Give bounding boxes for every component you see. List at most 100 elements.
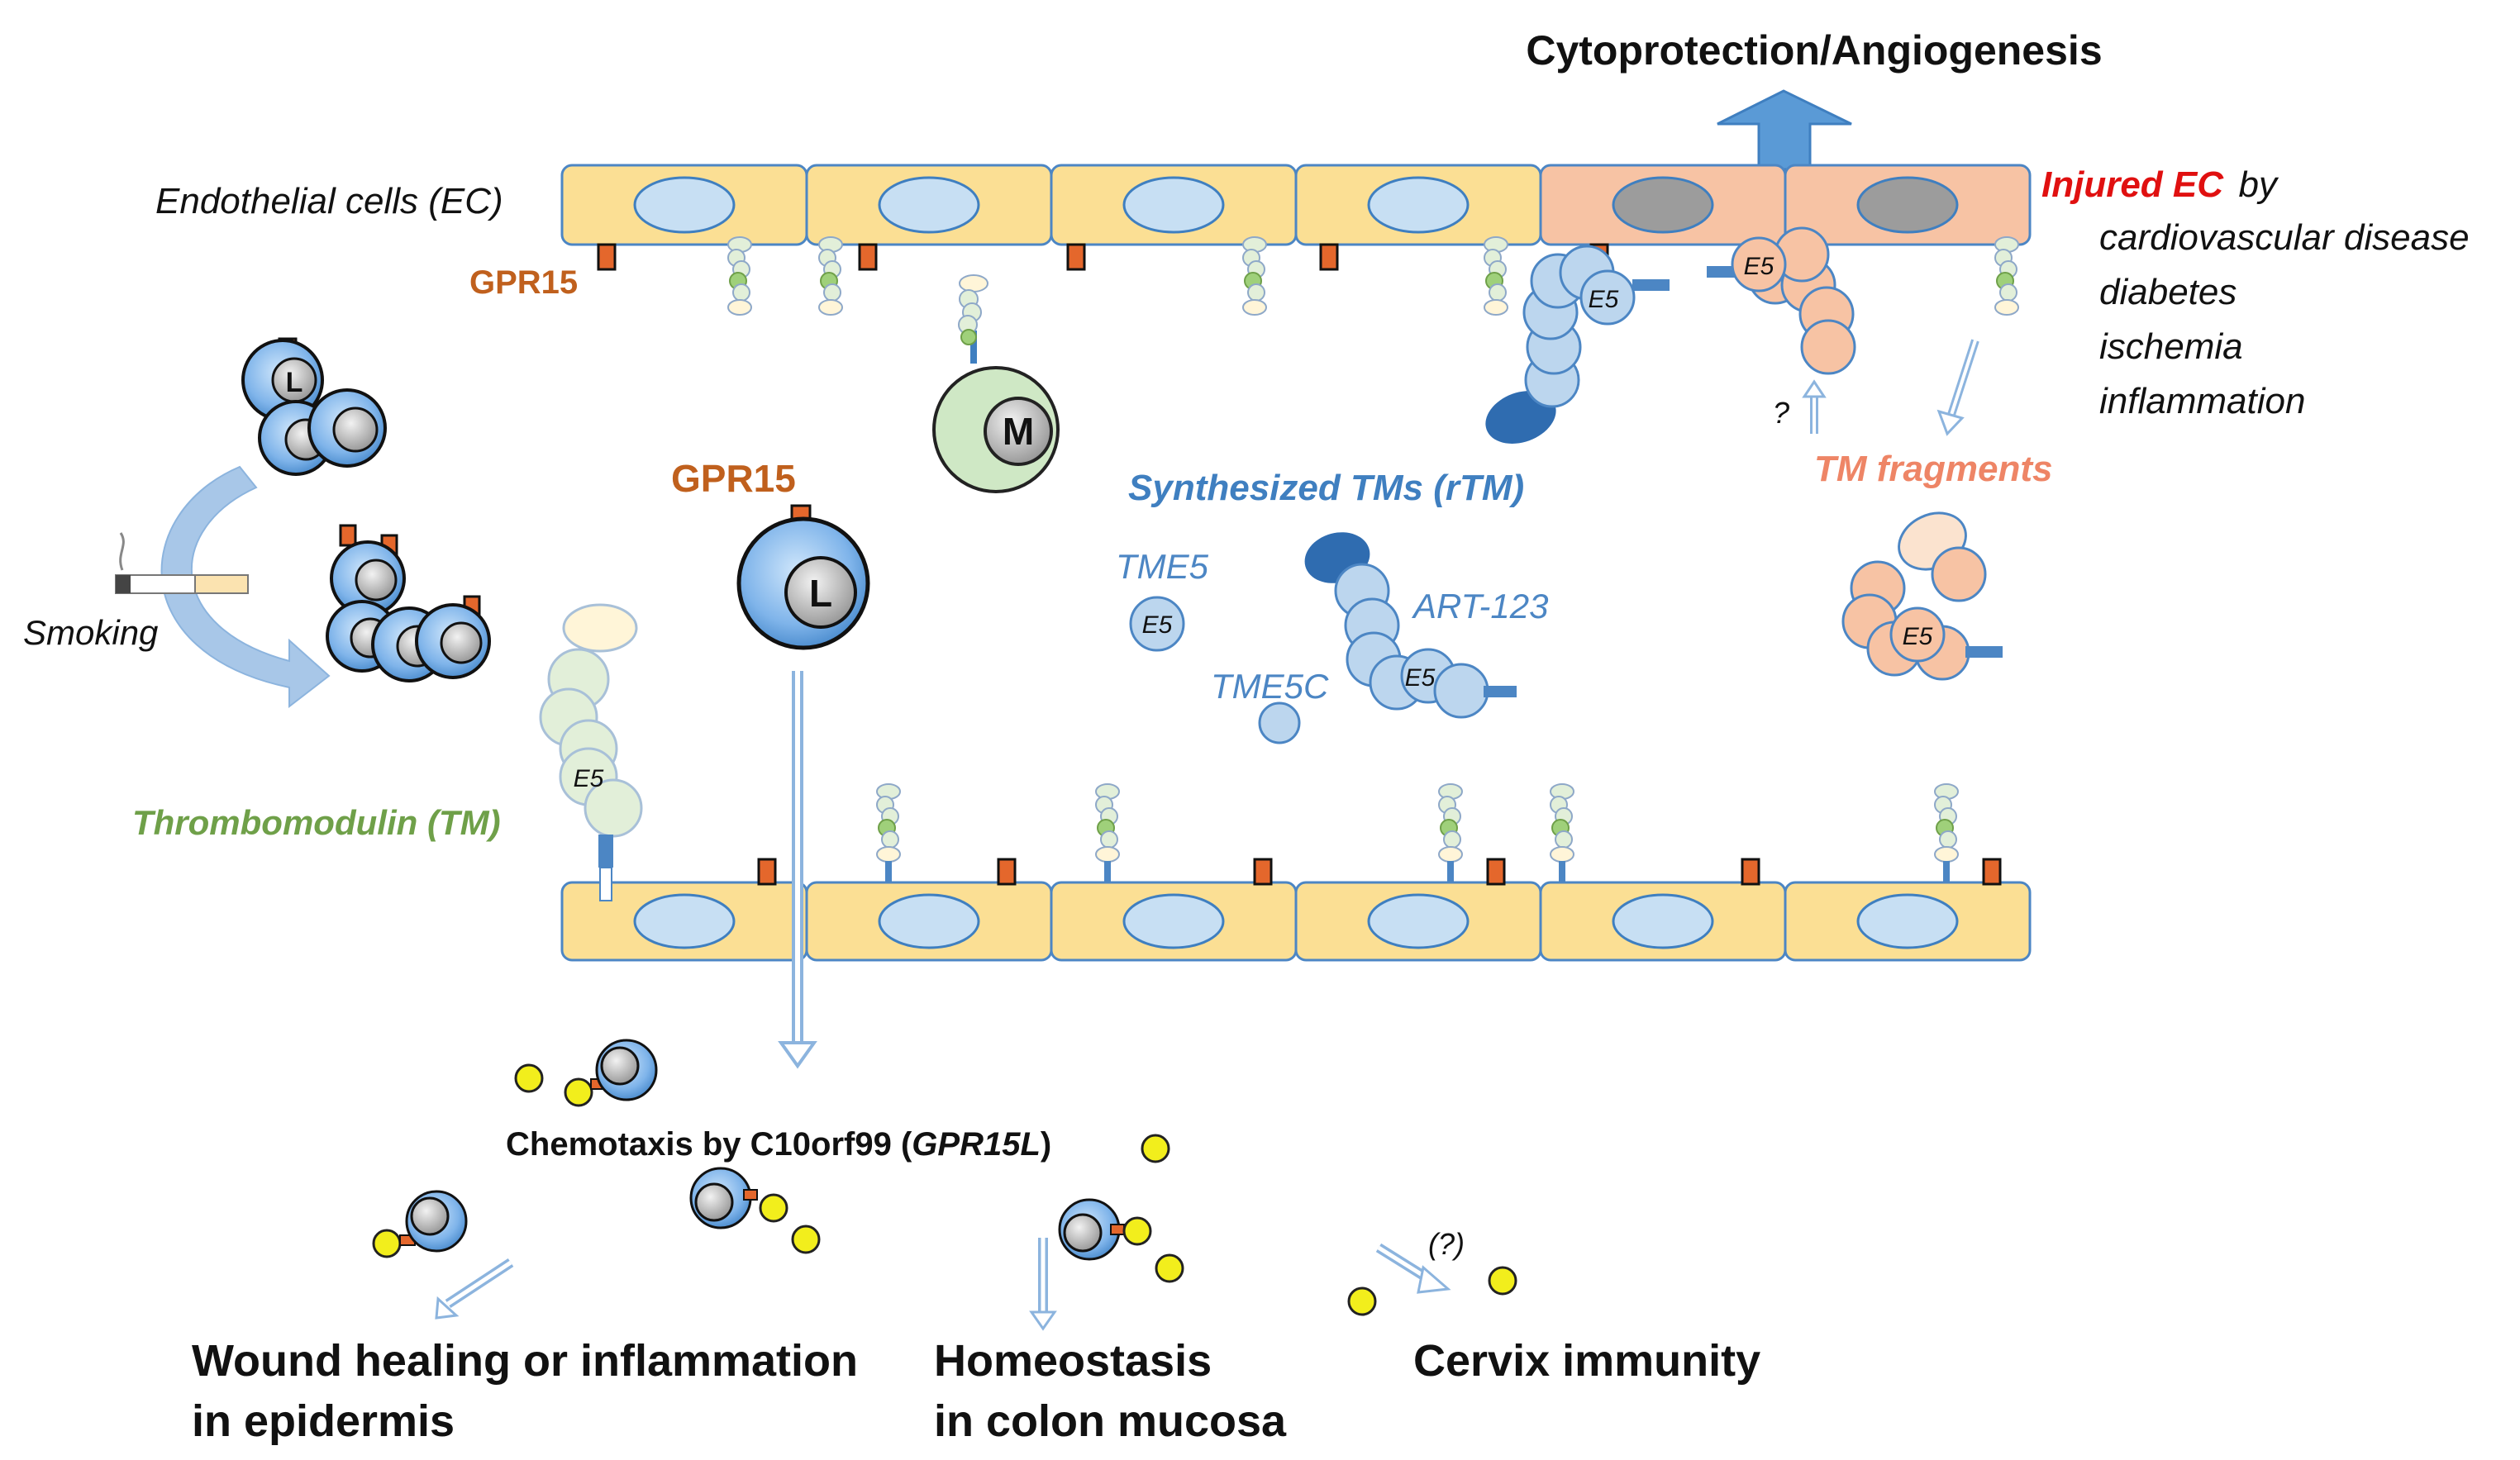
nucleus — [1856, 893, 1959, 949]
synthesized-tms-label: Synthesized TMs (rTM) — [1128, 468, 1524, 508]
lymphocyte-cell-large: L — [736, 504, 870, 650]
small-tm-icon — [1550, 783, 1574, 882]
endothelial-cell — [1050, 164, 1298, 246]
up-arrow-icon — [1717, 89, 1852, 171]
art123-molecule: E5 — [1304, 532, 1517, 719]
tm-fragment-molecule: E5 — [1841, 511, 2003, 681]
monocyte-letter: M — [1003, 410, 1034, 453]
question-paren: (?) — [1428, 1227, 1465, 1261]
small-tm-icon — [1438, 783, 1463, 882]
title: Cytoprotection/Angiogenesis — [1526, 27, 2102, 74]
small-tm-icon — [1095, 783, 1120, 882]
cervix-arrow-icon — [1375, 1243, 1451, 1294]
gpr15-receptor-icon — [858, 243, 878, 271]
cause-item: diabetes — [2099, 272, 2237, 312]
small-tm-icon — [727, 236, 752, 316]
nucleus — [1856, 176, 1959, 234]
cluster-letter: L — [286, 367, 303, 398]
outcome-cervix: Cervix immunity — [1413, 1336, 1760, 1386]
lymphocyte-letter: L — [809, 572, 832, 615]
wound-cell — [372, 1190, 468, 1258]
outcome-wound-line2: in epidermis — [192, 1396, 455, 1446]
outcome-homeostasis-line1: Homeostasis — [934, 1336, 1212, 1386]
injured-ec-text: Injured EC — [2041, 164, 2224, 205]
svg-text:Injured EC by: Injured EC by — [2041, 164, 2279, 205]
small-tm-icon — [818, 236, 843, 316]
injured-endothelial-cell — [1539, 164, 1787, 246]
epidermis-cell — [689, 1167, 821, 1254]
art123-label: ART-123 — [1411, 587, 1548, 625]
endothelial-cell — [1539, 881, 1787, 962]
endothelial-cell — [1294, 881, 1542, 962]
gpr15-receptor-icon — [1253, 858, 1273, 886]
colon-arrow-icon — [1029, 1238, 1057, 1331]
gpr15-receptor-icon — [1982, 858, 2002, 886]
wound-arrow-icon — [435, 1258, 514, 1320]
tm-fragments-label: TM fragments — [1814, 449, 2052, 489]
tm-molecule-monocyte — [958, 274, 988, 345]
chemotaxis-suffix: ) — [1041, 1126, 1051, 1163]
e5-label: E5 — [1589, 286, 1619, 313]
nucleus — [1122, 176, 1225, 234]
nucleus — [1122, 893, 1225, 949]
membrane-tm-blue: E5 — [1485, 245, 1670, 444]
endothelial-cell — [1294, 164, 1542, 246]
cause-item: ischemia — [2099, 326, 2243, 367]
e5-label: E5 — [1903, 623, 1933, 650]
tme5-molecule: E5 — [1129, 596, 1185, 652]
e5-label: E5 — [1405, 664, 1436, 692]
colon-cell — [1058, 1198, 1184, 1283]
migration-arrow-icon — [778, 671, 817, 1069]
gpr15-receptor-icon — [1486, 858, 1506, 886]
gpr15-receptor-icon — [1741, 858, 1760, 886]
cause-item: cardiovascular disease — [2099, 217, 2470, 258]
endothelial-cell — [805, 881, 1053, 962]
nucleus — [878, 176, 980, 234]
nucleus — [1612, 893, 1714, 949]
nucleus — [633, 893, 736, 949]
nucleus — [1612, 176, 1714, 234]
endothelial-cells-label: Endothelial cells (EC) — [155, 181, 503, 221]
thrombomodulin-molecule: E5 — [539, 603, 643, 901]
cigarette-icon — [115, 532, 249, 594]
e5-label: E5 — [1744, 253, 1774, 280]
ligand-dot — [1488, 1266, 1517, 1296]
gpr15-label-large: GPR15 — [671, 457, 796, 500]
thrombomodulin-label: Thrombomodulin (TM) — [132, 803, 501, 842]
chemotaxis-prefix: Chemotaxis by C10orf99 ( — [506, 1126, 912, 1163]
tme5c-label: TME5C — [1211, 667, 1329, 706]
injured-ec-label: Injured EC by — [2041, 164, 2279, 205]
causes-list: cardiovascular disease diabetes ischemia… — [2099, 217, 2470, 421]
endothelial-cell — [1784, 881, 2032, 962]
chemotaxis-italic: GPR15L — [912, 1126, 1041, 1163]
injured-endothelial-cell — [1784, 164, 2032, 246]
gpr15-label-small: GPR15 — [469, 264, 578, 301]
nucleus — [878, 893, 980, 949]
small-tm-icon — [1934, 783, 1959, 882]
endothelial-cell — [805, 164, 1053, 246]
lymphocyte-cluster-smoking — [326, 524, 491, 682]
gpr15-receptor-icon — [997, 858, 1017, 886]
svg-text:Chemotaxis by C10orf99 (GPR15L: Chemotaxis by C10orf99 (GPR15L) — [506, 1126, 1051, 1163]
small-tm-icon — [1242, 236, 1267, 316]
smoking-arrow-icon — [160, 465, 331, 709]
question-mark: ? — [1773, 396, 1789, 430]
nucleus — [1367, 176, 1470, 234]
lymphocyte-cluster: L — [241, 337, 387, 476]
gpr15-receptor-icon — [1066, 243, 1086, 271]
e5-label: E5 — [1142, 611, 1173, 639]
endothelial-cell — [560, 881, 808, 962]
smoking-label: Smoking — [23, 613, 158, 652]
tme5c-molecule — [1258, 701, 1301, 744]
nucleus — [1367, 893, 1470, 949]
ligand-dot — [1141, 1134, 1170, 1163]
small-tm-icon — [1484, 236, 1508, 316]
endothelial-cell — [560, 164, 808, 246]
chemotaxis-cell — [514, 1039, 658, 1107]
injured-ec-by: by — [2238, 164, 2279, 205]
small-tm-icon — [1994, 236, 2019, 316]
outcome-wound-line1: Wound healing or inflammation — [192, 1336, 858, 1386]
up-thin-arrow-icon — [1802, 379, 1827, 434]
